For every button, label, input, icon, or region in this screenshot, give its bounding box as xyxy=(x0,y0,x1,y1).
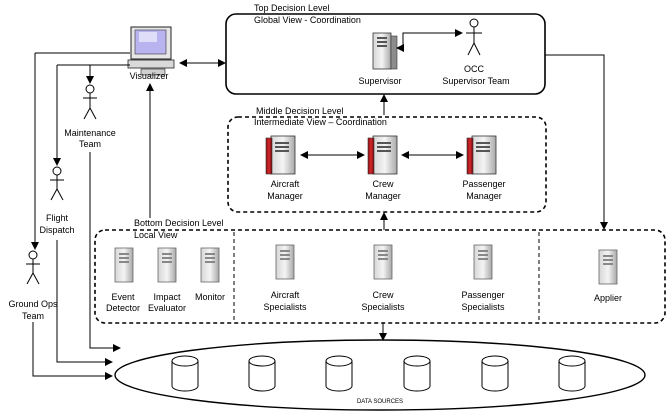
aircraft-specialists-label-1: Aircraft xyxy=(271,290,300,300)
event-detector-server-icon xyxy=(114,247,134,283)
crew-manager-server-icon xyxy=(367,135,398,175)
passenger-specialists-label-1: Passenger xyxy=(461,290,504,300)
crew-specialists-server-icon xyxy=(373,244,393,280)
top-level-title: Top Decision Level xyxy=(254,3,330,13)
middle-level-subtitle: Intermediate View – Coordination xyxy=(254,117,387,127)
database-icon xyxy=(558,355,586,392)
aircraft-manager-label-1: Aircraft xyxy=(271,179,300,189)
impact-evaluator-label-1: Impact xyxy=(153,292,181,302)
passenger-manager-server-icon xyxy=(466,135,497,175)
occ-label: OCC xyxy=(464,64,485,74)
event-detector-label-1: Event xyxy=(111,292,135,302)
maintenance-to-data-connector xyxy=(89,152,121,352)
database-icon xyxy=(403,355,431,392)
supervisor-server-icon xyxy=(372,32,398,70)
passenger-manager-label-2: Manager xyxy=(466,191,502,201)
crew-specialists-label-1: Crew xyxy=(372,290,394,300)
impact-evaluator-server-icon xyxy=(157,247,177,283)
occ-team-label: Supervisor Team xyxy=(442,76,509,86)
passenger-specialists-label-2: Specialists xyxy=(461,302,505,312)
visualizer-label: Visualizer xyxy=(130,71,169,81)
top-level-subtitle: Global View - Coordination xyxy=(254,15,361,25)
flight-dispatch-label-2: Dispatch xyxy=(39,225,74,235)
maintenance-label-1: Maintenance xyxy=(64,128,116,138)
bottom-level-title: Bottom Decision Level xyxy=(134,218,224,228)
visualizer-computer-icon xyxy=(127,26,175,76)
supervisor-label: Supervisor xyxy=(358,76,401,86)
database-icon xyxy=(171,355,199,392)
ground-ops-team-actor-icon xyxy=(26,250,40,285)
maintenance-team-actor-icon xyxy=(83,84,97,120)
monitor-server-icon xyxy=(200,247,220,283)
flight-dispatch-to-data-connector xyxy=(56,240,113,366)
data-sources-label: DATA SOURCES xyxy=(357,399,403,405)
aircraft-manager-label-2: Manager xyxy=(267,191,303,201)
ground-ops-label-1: Ground Ops xyxy=(8,299,58,309)
passenger-manager-label-1: Passenger xyxy=(462,179,505,189)
flight-dispatch-actor-icon xyxy=(50,166,64,201)
top-to-applier-connector xyxy=(545,54,608,230)
database-icon xyxy=(248,355,276,392)
aircraft-manager-server-icon xyxy=(265,135,296,175)
maintenance-label-2: Team xyxy=(79,139,101,149)
middle-level-title: Middle Decision Level xyxy=(256,106,344,116)
ground-ops-label-2: Team xyxy=(22,311,44,321)
aircraft-specialists-server-icon xyxy=(275,244,295,280)
applier-label: Applier xyxy=(594,293,622,303)
ground-ops-to-data-connector xyxy=(32,322,113,380)
monitor-label: Monitor xyxy=(195,292,225,302)
aircraft-specialists-label-2: Specialists xyxy=(263,302,307,312)
crew-manager-label-2: Manager xyxy=(365,191,401,201)
supervisor-occ-connector xyxy=(396,29,463,52)
event-detector-label-2: Detector xyxy=(106,303,140,313)
crew-specialists-label-2: Specialists xyxy=(361,302,405,312)
applier-server-icon xyxy=(598,249,618,285)
data-sources-ellipse xyxy=(114,339,646,411)
database-icon xyxy=(481,355,509,392)
occ-supervisor-team-actor-icon xyxy=(466,18,482,56)
flight-dispatch-label-1: Flight xyxy=(46,213,69,223)
database-icon xyxy=(325,355,353,392)
bottom-level-subtitle: Local View xyxy=(134,230,178,240)
crew-manager-label-1: Crew xyxy=(372,179,394,189)
passenger-specialists-server-icon xyxy=(473,244,493,280)
impact-evaluator-label-2: Evaluator xyxy=(148,303,186,313)
